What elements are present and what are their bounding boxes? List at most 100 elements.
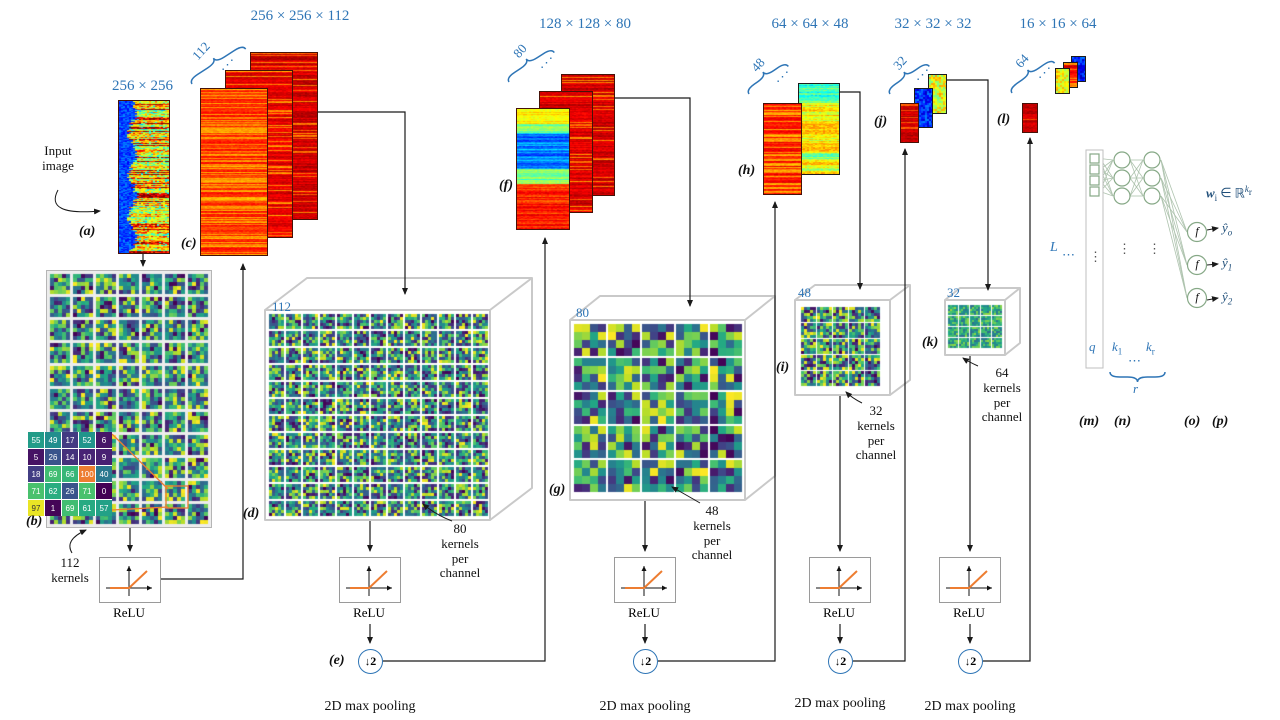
panel-letter-j: (j) xyxy=(874,114,888,129)
conv3-feature-map-front xyxy=(763,103,802,195)
dim-label-conv3: 64 × 64 × 48 xyxy=(771,16,849,32)
kernel-value-cell: 6 xyxy=(96,432,112,448)
weight-vector-label: wi∈ℝkr xyxy=(1206,184,1252,203)
cube-channels-g: 80 xyxy=(576,305,589,320)
input-image-label: Input image xyxy=(42,143,74,173)
conv5-feature-map-front xyxy=(1022,103,1038,133)
conv1-feature-map-front xyxy=(200,88,268,256)
relu-activation-icon xyxy=(106,566,152,596)
kernel-value-cell: 55 xyxy=(28,432,44,448)
flatten-input-squares xyxy=(1089,153,1100,197)
max-pooling-node-3: ↓2 xyxy=(828,649,853,674)
panel-letter-n: (n) xyxy=(1114,414,1132,429)
conv4-feature-map-front xyxy=(900,103,919,143)
relu-box-2 xyxy=(339,557,401,603)
relu-label-1: ReLU xyxy=(113,605,145,620)
panel-letter-a: (a) xyxy=(79,224,96,239)
cube-channels-d: 112 xyxy=(272,299,292,314)
output-yhat-1: ŷ1 xyxy=(1222,255,1233,273)
dim-label-conv4: 32 × 32 × 32 xyxy=(894,16,972,32)
panel-letter-i: (i) xyxy=(776,360,790,375)
dim-label-conv5: 16 × 16 × 64 xyxy=(1019,16,1097,32)
panel-letter-l: (l) xyxy=(997,112,1011,127)
kernel-value-cell: 9 xyxy=(96,449,112,465)
relu-activation-icon xyxy=(816,566,862,596)
kernel-value-cell: 71 xyxy=(79,483,95,499)
relu-activation-icon xyxy=(621,566,667,596)
hidden2-size-kr: kr xyxy=(1146,339,1155,357)
relu-activation-icon xyxy=(946,566,992,596)
downsample-arrow-icon: ↓ xyxy=(364,655,371,668)
kernel-value-cell: 5 xyxy=(28,449,44,465)
relu-activation-icon xyxy=(346,566,392,596)
panel-letter-m: (m) xyxy=(1079,414,1100,429)
activation-f-node-3: f xyxy=(1195,290,1199,304)
conv4-kernel-cube-face xyxy=(800,306,881,387)
hidden1-size-k1: k1 xyxy=(1112,339,1123,357)
panel-letter-p: (p) xyxy=(1212,414,1229,429)
stack-count-h: 48 xyxy=(747,54,768,75)
relu-label-2: ReLU xyxy=(353,605,385,620)
conv2-feature-map-front xyxy=(516,108,570,230)
panel-letter-g: (g) xyxy=(549,482,566,497)
kernel-value-cell: 49 xyxy=(45,432,61,448)
flatten-dots: ⋯ xyxy=(1062,247,1075,262)
conv3-feature-map-back xyxy=(798,83,840,175)
conv5-feature-map-small xyxy=(1055,68,1070,94)
max-pooling-label-2: 2D max pooling xyxy=(599,699,691,714)
max-pooling-label-1: 2D max pooling xyxy=(324,699,416,714)
vector-vdots: ⋮ xyxy=(1089,249,1102,264)
kernel-value-cell: 97 xyxy=(28,500,44,516)
max-pooling-node-2: ↓2 xyxy=(633,649,658,674)
num-hidden-layers-r: r xyxy=(1133,381,1139,396)
max-pooling-label-4: 2D max pooling xyxy=(924,699,1016,714)
kernel-value-cell: 52 xyxy=(79,432,95,448)
vector-size-q: q xyxy=(1089,339,1096,354)
kernel-value-cell: 69 xyxy=(62,500,78,516)
kernel-value-cell: 1 xyxy=(45,500,61,516)
stack-dots-c: ⋰ xyxy=(221,57,234,72)
panel-letter-f: (f) xyxy=(499,178,513,193)
relu-label-3: ReLU xyxy=(628,605,660,620)
max-pooling-node-1: ↓2 xyxy=(358,649,383,674)
kernel-count-label-i: 32 kernels per channel xyxy=(855,403,897,463)
output-yhat-2: ŷ2 xyxy=(1222,289,1233,307)
relu-label-5: ReLU xyxy=(953,605,985,620)
kernel-count-label-g: 48 kernels per channel xyxy=(691,503,733,563)
panel-letter-c: (c) xyxy=(181,236,197,251)
hidden-layer-neurons xyxy=(1113,151,1161,205)
kernel-value-cell: 40 xyxy=(96,466,112,482)
kernel-value-cell: 26 xyxy=(45,449,61,465)
stack-count-f: 80 xyxy=(509,40,530,61)
relu-box-3 xyxy=(614,557,676,603)
panel-letter-k: (k) xyxy=(922,335,939,350)
dim-label-conv1: 256 × 256 × 112 xyxy=(250,8,350,24)
kernel-count-label-b: 112 kernels xyxy=(51,555,89,585)
kernel-count-label-k: 64 kernels per channel xyxy=(981,365,1023,425)
stack-count-c: 112 xyxy=(188,38,213,63)
kernel-value-cell: 71 xyxy=(28,483,44,499)
conv2-kernel-cube-face xyxy=(267,312,490,518)
dim-label-conv2: 128 × 128 × 80 xyxy=(539,16,631,32)
kernel-value-cell: 69 xyxy=(45,466,61,482)
stack-dots-j: ⋰ xyxy=(916,67,929,82)
kernel-value-cell: 17 xyxy=(62,432,78,448)
stack-count-j: 32 xyxy=(889,52,910,73)
relu-box-1 xyxy=(99,557,161,603)
cube-channels-k: 32 xyxy=(947,285,960,300)
max-pooling-label-3: 2D max pooling xyxy=(794,696,886,711)
stack-dots-f: ⋰ xyxy=(540,55,553,70)
hidden1-vdots: ⋮ xyxy=(1118,241,1131,256)
dim-label-input: 256 × 256 xyxy=(112,78,173,94)
relu-label-4: ReLU xyxy=(823,605,855,620)
downsample-arrow-icon: ↓ xyxy=(834,655,841,668)
panel-letter-d: (d) xyxy=(243,506,260,521)
relu-box-5 xyxy=(939,557,1001,603)
kernel-value-cell: 26 xyxy=(62,483,78,499)
panel-letter-h: (h) xyxy=(738,163,756,178)
kernel-value-cell: 66 xyxy=(62,466,78,482)
output-arrows xyxy=(1206,226,1219,303)
kernel-value-cell: 100 xyxy=(79,466,95,482)
panel-letter-o: (o) xyxy=(1184,414,1201,429)
